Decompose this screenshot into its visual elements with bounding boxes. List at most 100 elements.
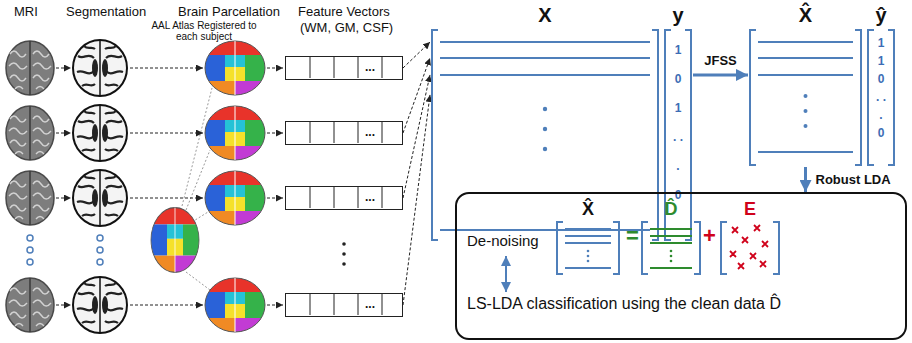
- ellipsis: ...: [358, 57, 382, 77]
- label-values: 1 1 0 . . . 0: [876, 34, 886, 142]
- matrix-brackets: [430, 4, 660, 242]
- edge-label: JFSS: [702, 53, 739, 69]
- matrix-symbol: X̂: [555, 198, 621, 220]
- feature-vector: ...: [285, 56, 403, 80]
- matrix-symbol: X̂: [748, 4, 863, 26]
- matrix-row: [758, 41, 853, 43]
- method-panel: De-noisingLS-LDA classification using th…: [455, 192, 907, 340]
- bracket: [750, 30, 861, 165]
- row-dots: [543, 107, 547, 111]
- row-dots: [587, 260, 590, 263]
- segmented-brains: [73, 40, 127, 333]
- selected-matrix: X̂: [748, 4, 863, 167]
- bracket: [432, 30, 658, 240]
- matrix-row: [565, 242, 611, 244]
- equation-matrix: X̂: [555, 198, 621, 276]
- cell-divider: [334, 187, 335, 208]
- label-vector: ŷ 1 1 0 . . . 0: [866, 4, 896, 167]
- row-dots: [543, 127, 547, 131]
- matrix-row: [758, 57, 853, 59]
- cell-divider: [310, 122, 311, 143]
- process-arrow: [804, 167, 807, 192]
- feature-vector: ...: [285, 186, 403, 210]
- ellipsis: ...: [358, 122, 382, 142]
- data-matrix: X: [430, 4, 660, 242]
- ellipsis: ...: [358, 294, 382, 314]
- matrix-row: [650, 235, 692, 237]
- atlas-note: AAL Atlas Registered to each subject: [148, 20, 260, 42]
- plus-sign: +: [703, 224, 716, 248]
- matrix-row: [650, 267, 692, 269]
- noise-mark: [750, 253, 756, 259]
- label-values: 1 0 1 . . . 0: [673, 36, 683, 210]
- bracket: [557, 222, 619, 274]
- column-heading: (WM, GM, CSF): [300, 20, 393, 36]
- cell-divider: [334, 294, 335, 315]
- matrix-row: [758, 74, 853, 76]
- row-dots: [587, 250, 590, 253]
- cell-divider: [358, 294, 359, 315]
- cell-divider: [310, 57, 311, 78]
- process-arrow: [693, 73, 748, 76]
- cell-divider: [358, 187, 359, 208]
- double-arrow: [505, 256, 507, 292]
- matrix-row: [440, 74, 650, 76]
- matrix-row: [565, 235, 611, 237]
- bracket: [642, 222, 700, 274]
- noise-mark: [732, 227, 738, 233]
- cell-divider: [310, 187, 311, 208]
- cell-divider: [382, 187, 383, 208]
- matrix-symbol: X: [430, 4, 660, 26]
- column-heading: Segmentation: [66, 4, 146, 20]
- feature-arrow: [403, 75, 430, 198]
- matrix-row: [440, 57, 650, 59]
- feature-arrow: [403, 42, 430, 68]
- row-dots: [670, 260, 673, 263]
- noise-mark: [754, 225, 760, 231]
- vector-symbol: y: [663, 4, 693, 26]
- noise-mark: [760, 261, 766, 267]
- noise-mark: [762, 241, 768, 247]
- vector-cells: [286, 122, 401, 143]
- edge-label: Robust LDA: [814, 172, 893, 188]
- bracket: [721, 222, 779, 274]
- mri-brains: [6, 41, 54, 332]
- row-dots: [804, 109, 808, 113]
- vector-symbol: ŷ: [866, 4, 896, 26]
- vector-cells: [286, 294, 401, 315]
- row-dots: [587, 255, 590, 258]
- matrix-row: [565, 267, 611, 269]
- continuation-dots: [27, 235, 103, 265]
- column-heading: MRI: [14, 4, 38, 20]
- noise-mark: [742, 237, 748, 243]
- noise-mark: [730, 251, 736, 257]
- row-dots: [543, 147, 547, 151]
- matrix-symbol: D̂: [640, 198, 702, 220]
- cell-divider: [358, 122, 359, 143]
- equation-matrix: D̂: [640, 198, 702, 276]
- bracket: [868, 30, 894, 165]
- cell-divider: [382, 122, 383, 143]
- step-text: LS-LDA classification using the clean da…: [467, 294, 781, 314]
- matrix-symbol: E: [719, 198, 781, 220]
- row-dots: [804, 94, 808, 98]
- matrix-row: [650, 228, 692, 230]
- matrix-row: [758, 151, 853, 153]
- row-dots: [804, 124, 808, 128]
- pipeline-arrows: [56, 68, 283, 305]
- cell-divider: [382, 294, 383, 315]
- vector-dots: [342, 242, 346, 266]
- column-heading: Brain Parcellation: [178, 4, 280, 20]
- equation-matrix: E: [719, 198, 781, 276]
- cell-divider: [334, 122, 335, 143]
- feature-vector: ...: [285, 121, 403, 145]
- step-text: De-noising: [467, 232, 539, 250]
- cell-divider: [358, 57, 359, 78]
- row-dots: [670, 255, 673, 258]
- matrix-row: [650, 242, 692, 244]
- cell-divider: [310, 294, 311, 315]
- matrix-row: [440, 41, 650, 43]
- column-heading: Feature Vectors: [298, 4, 390, 20]
- vector-cells: [286, 57, 401, 78]
- noise-mark: [738, 263, 744, 269]
